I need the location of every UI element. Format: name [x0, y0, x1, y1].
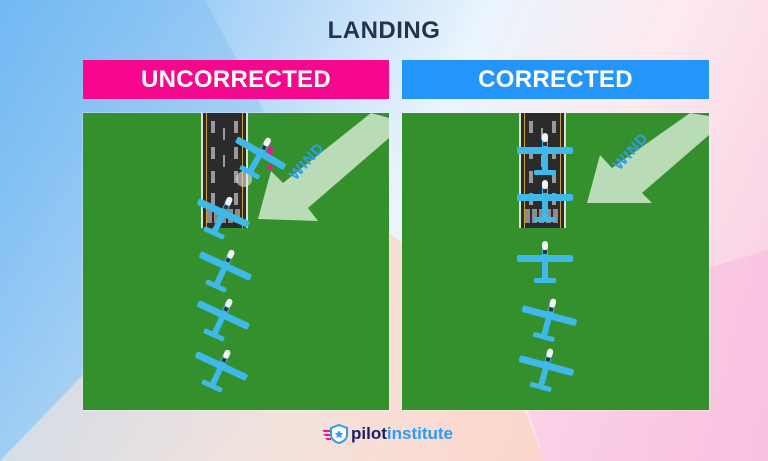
airplane-icon	[515, 131, 575, 181]
uncorrected-label: UNCORRECTED	[83, 60, 389, 99]
corrected-label: CORRECTED	[402, 60, 709, 99]
airplane-icon	[513, 289, 584, 353]
page-title: LANDING	[327, 17, 441, 44]
uncorrected-panel: WIND !	[83, 113, 389, 410]
wind-arrow-icon	[258, 113, 389, 221]
logo-text-pilot: pilot	[351, 424, 387, 443]
airplane-icon	[220, 121, 297, 194]
airplane-icon	[181, 336, 257, 407]
airplane-icon	[515, 239, 575, 289]
wind-arrow-icon	[587, 113, 709, 203]
logo-text-institute: institute	[386, 424, 453, 443]
airplane-icon	[183, 285, 259, 356]
corrected-panel: WIND	[402, 113, 709, 410]
airplane-icon	[183, 183, 259, 254]
airplane-icon	[515, 178, 575, 228]
tire-smoke	[236, 171, 252, 187]
winged-shield-star-icon	[322, 424, 348, 444]
airplane-icon	[185, 236, 261, 307]
airplane-icon	[510, 339, 581, 403]
